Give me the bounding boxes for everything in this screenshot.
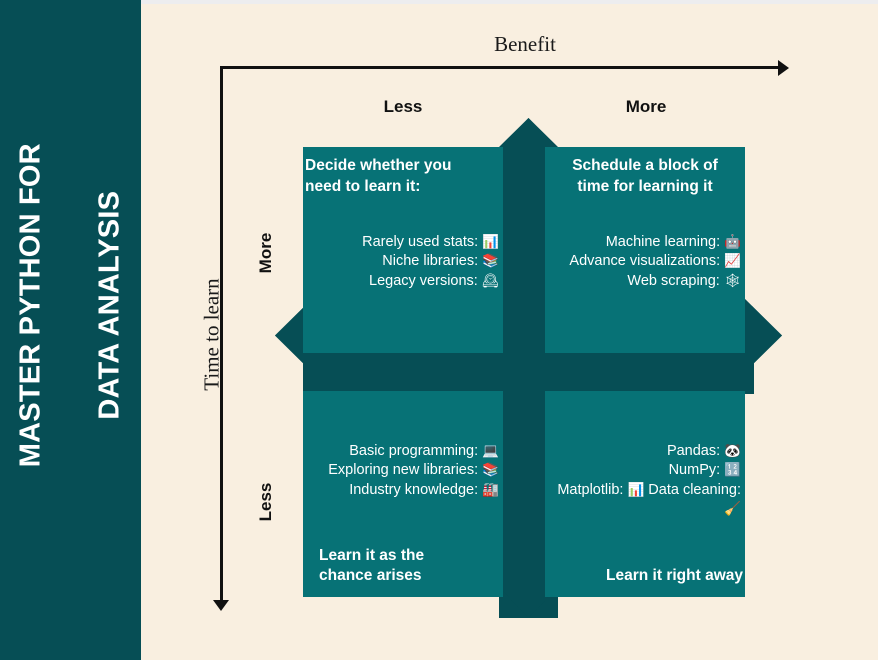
- books-emoji: 📚: [482, 462, 499, 479]
- quadrant-top-right: Schedule a block of time for learning it…: [545, 147, 745, 353]
- quadrant-top-left-heading: Decide whether you need to learn it:: [305, 157, 452, 195]
- item-label: Rarely used stats:: [362, 234, 479, 250]
- quadrant-bottom-right-items: Pandas: 🐼 NumPy: 🔢 Matplotlib: 📊 Data cl…: [545, 442, 745, 519]
- bar-chart-emoji: 📊: [482, 234, 499, 250]
- item-label: Basic programming:: [349, 443, 479, 459]
- item-label: Machine learning:: [605, 234, 721, 250]
- item-label: NumPy:: [668, 462, 721, 479]
- mantelpiece-clock-emoji: 🕰: [481, 272, 499, 289]
- y-axis-tick-less: Less: [256, 482, 275, 522]
- list-item: Matplotlib: 📊 Data cleaning: 🧹: [549, 481, 741, 520]
- chart-increasing-emoji: 📈: [724, 253, 741, 270]
- x-axis-label: Benefit: [494, 32, 556, 56]
- list-item: Advance visualizations: 📈: [549, 252, 741, 271]
- item-label: Matplotlib:: [557, 481, 624, 498]
- y-axis-line: [220, 66, 223, 603]
- quadrant-top-left-items: Rarely used stats: 📊 Niche libraries: 📚 …: [303, 233, 503, 291]
- list-item: NumPy: 🔢: [549, 461, 741, 480]
- quadrant-bottom-left-footer: Learn it as the chance arises: [319, 546, 425, 585]
- y-axis-arrowhead-icon: [213, 600, 229, 611]
- list-item: Rarely used stats: 📊: [307, 233, 499, 252]
- factory-emoji: 🏭: [482, 481, 499, 498]
- y-axis-label: Time to learn: [199, 278, 224, 391]
- title-sidebar: MASTER PYTHON FOR DATA ANALYSIS: [0, 0, 141, 660]
- item-label: Data cleaning:: [648, 481, 741, 498]
- item-label: Niche libraries:: [382, 253, 479, 270]
- x-axis-tick-more: More: [625, 97, 667, 116]
- laptop-emoji: 💻: [482, 443, 499, 459]
- list-item: Industry knowledge: 🏭: [307, 481, 499, 500]
- page-title-line-1: MASTER PYTHON FOR: [14, 143, 47, 468]
- quadrant-bottom-right: Pandas: 🐼 NumPy: 🔢 Matplotlib: 📊 Data cl…: [545, 391, 745, 597]
- y-axis-tick-more: More: [256, 232, 275, 274]
- item-label: Industry knowledge:: [349, 481, 479, 498]
- item-label: Pandas:: [666, 443, 721, 459]
- list-item: Machine learning: 🤖: [549, 233, 741, 252]
- input-numbers-emoji: 🔢: [724, 462, 741, 479]
- books-emoji: 📚: [482, 253, 499, 270]
- list-item: Pandas: 🐼: [549, 442, 741, 461]
- list-item: Basic programming: 💻: [307, 442, 499, 461]
- item-label: Exploring new libraries:: [328, 462, 479, 479]
- panda-emoji: 🐼: [724, 443, 741, 459]
- item-label: Advance visualizations:: [569, 253, 721, 270]
- page-title: MASTER PYTHON FOR DATA ANALYSIS: [0, 20, 169, 640]
- item-label: Legacy versions:: [369, 272, 478, 289]
- x-axis-arrowhead-icon: [778, 60, 789, 76]
- quadrant-bottom-left: Basic programming: 💻 Exploring new libra…: [303, 391, 503, 597]
- quadrant-top-right-items: Machine learning: 🤖 Advance visualizatio…: [545, 233, 745, 291]
- list-item: Legacy versions: 🕰: [307, 272, 499, 291]
- x-axis-line: [222, 66, 780, 69]
- robot-emoji: 🤖: [724, 234, 741, 250]
- quadrant-bottom-right-footer: Learn it right away: [606, 567, 743, 585]
- list-item: Niche libraries: 📚: [307, 252, 499, 271]
- quadrant-bottom-left-items: Basic programming: 💻 Exploring new libra…: [303, 442, 503, 500]
- quadrant-top-left: Decide whether you need to learn it: Rar…: [303, 147, 503, 353]
- spider-web-emoji: 🕸: [723, 272, 741, 289]
- top-edge-strip: [0, 0, 878, 4]
- quadrant-top-right-heading: Schedule a block of time for learning it: [572, 157, 718, 195]
- x-axis-tick-less: Less: [383, 97, 423, 116]
- page-title-line-2: DATA ANALYSIS: [93, 190, 126, 420]
- broom-emoji: 🧹: [724, 500, 741, 517]
- item-label: Web scraping:: [627, 272, 720, 289]
- list-item: Web scraping: 🕸: [549, 272, 741, 291]
- list-item: Exploring new libraries: 📚: [307, 461, 499, 480]
- bar-chart-emoji: 📊: [627, 481, 645, 498]
